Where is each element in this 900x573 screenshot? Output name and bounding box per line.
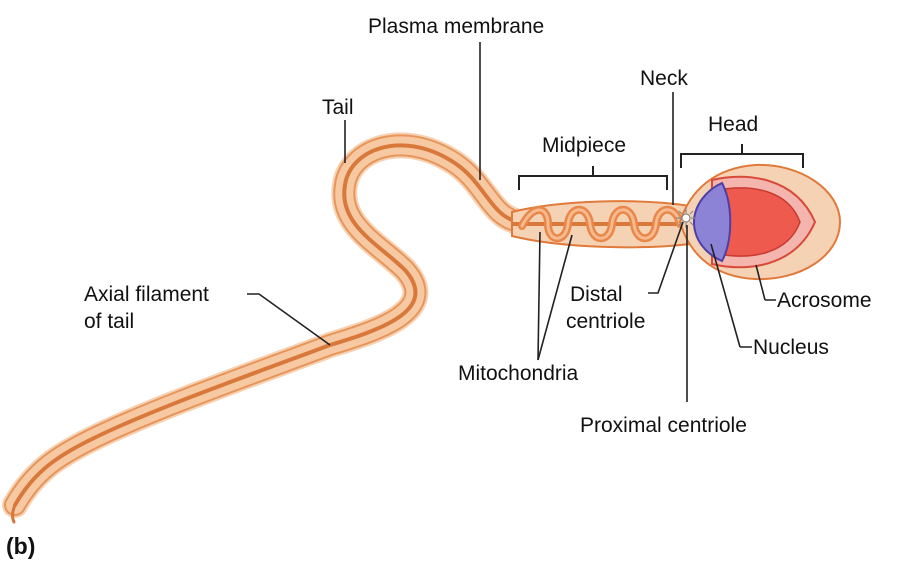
centriole-star [676,208,696,228]
label-distal-centriole-line2: centriole [566,310,645,333]
label-axial-filament-line1: Axial filament [84,283,209,306]
label-plasma-membrane: Plasma membrane [368,15,544,38]
midpiece-bracket [519,166,667,190]
panel-label: (b) [6,533,35,559]
label-neck: Neck [640,67,688,90]
label-axial-filament-line2: of tail [84,310,134,333]
mitochondria-leader-right [538,235,572,360]
sperm-tail [13,145,520,522]
label-mitochondria: Mitochondria [458,362,579,385]
sperm-midpiece [512,201,690,247]
label-head: Head [708,113,758,136]
centriole-core [682,214,690,222]
label-distal-centriole-line1: Distal [570,283,623,306]
label-midpiece: Midpiece [542,134,626,157]
sperm-head [680,165,840,279]
label-acrosome: Acrosome [777,289,872,312]
mitochondria-leader-left [538,232,540,360]
label-proximal-centriole: Proximal centriole [580,414,747,437]
label-nucleus: Nucleus [753,336,829,359]
head-bracket [681,144,803,168]
label-tail: Tail [322,96,354,119]
